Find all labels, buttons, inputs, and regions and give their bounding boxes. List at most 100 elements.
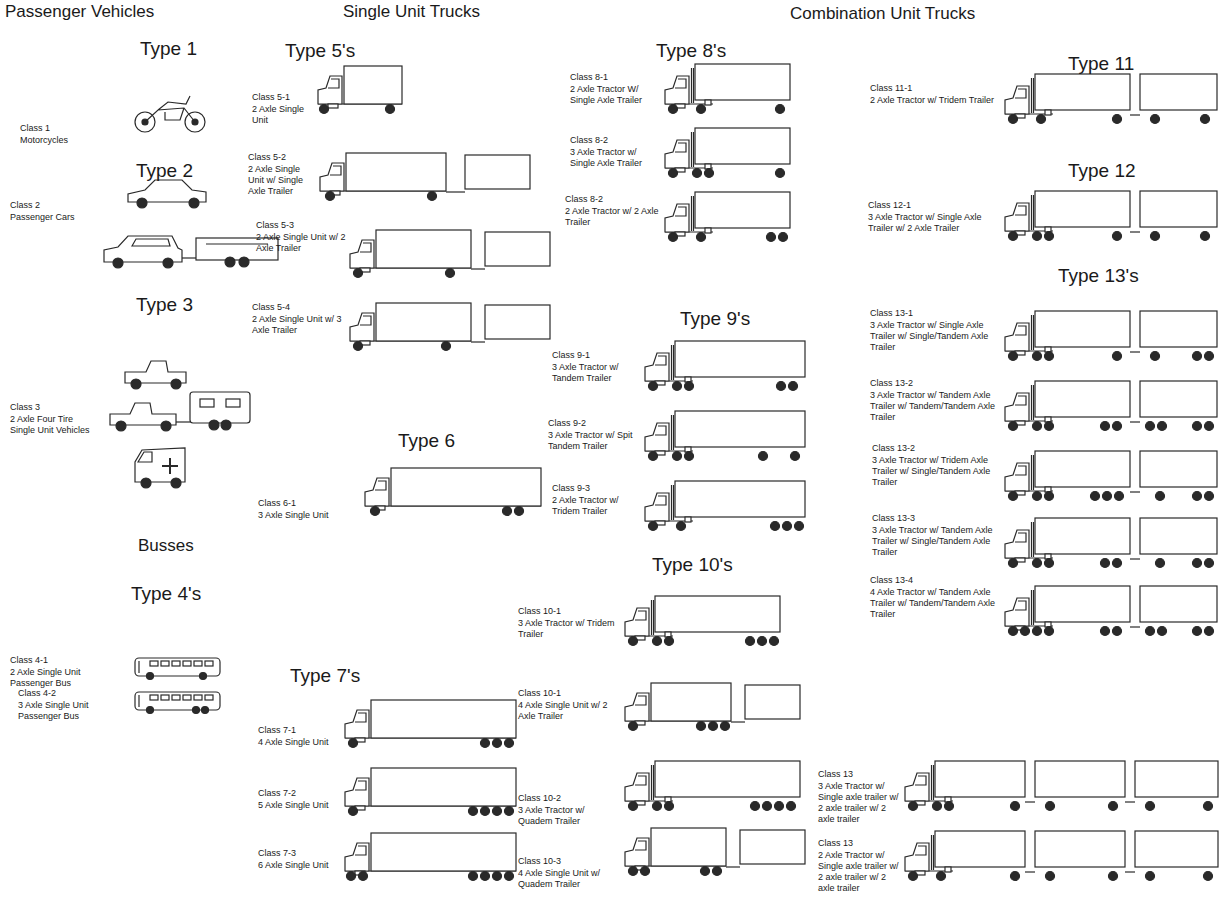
- cab-window: [355, 846, 366, 855]
- wheel: [1115, 492, 1124, 501]
- wheel: [469, 807, 478, 816]
- exhaust-stack: [1033, 590, 1034, 625]
- wheel: [1146, 872, 1155, 881]
- exhaust-stack: [1031, 522, 1032, 557]
- class-description: 2 Axle Tractor w/ Tridem Trailer: [552, 495, 640, 517]
- wheel: [221, 420, 231, 430]
- bus-window: [150, 695, 158, 700]
- wheel: [1113, 627, 1122, 636]
- class-label: Class 13-3: [872, 513, 915, 524]
- wheel: [1011, 872, 1020, 881]
- wheel: [347, 872, 356, 881]
- exhaust-stack: [693, 132, 694, 167]
- landing-gear: [705, 228, 711, 233]
- wheel: [1045, 627, 1054, 636]
- wheel: [1009, 492, 1018, 501]
- bus-window: [205, 695, 213, 700]
- wheel: [1146, 422, 1155, 431]
- wheel: [141, 478, 151, 488]
- wheel: [673, 452, 682, 461]
- wheel: [493, 872, 502, 881]
- cargo-box: [376, 303, 471, 341]
- wheel: [693, 169, 702, 178]
- class-label: Class 9-2: [548, 418, 586, 429]
- exhaust-stack: [1033, 385, 1034, 420]
- class-description: 3 Axle Tractor w/ Tandem Trailer: [552, 362, 640, 384]
- trailer-box: [1135, 831, 1218, 867]
- wheel: [349, 739, 358, 748]
- wheel: [1033, 627, 1042, 636]
- cab-window: [355, 781, 366, 790]
- wheel: [629, 867, 638, 876]
- class-description: 3 Axle Tractor w/ Tridem Axle Trailer w/…: [872, 455, 1002, 488]
- hitch-bar: [446, 191, 465, 192]
- wheel: [783, 522, 792, 531]
- exhaust-stack: [651, 600, 652, 635]
- exhaust-stack: [1031, 315, 1032, 350]
- camper-window: [200, 399, 214, 407]
- wheel: [629, 802, 638, 811]
- class-label: Class 13-4: [870, 575, 913, 586]
- class-description: 3 Axle Tractor w/ Spit Tandem Trailer: [548, 430, 640, 452]
- wheel: [758, 637, 767, 646]
- wheel: [1201, 232, 1210, 241]
- wheel: [1033, 422, 1042, 431]
- class-label: Class 10-2: [518, 793, 561, 804]
- exhaust-stack: [1033, 195, 1034, 230]
- wheel: [1204, 872, 1213, 881]
- wheel: [653, 802, 662, 811]
- landing-gear: [1045, 110, 1051, 115]
- truck-cab: [665, 76, 689, 104]
- truck-cab: [645, 493, 669, 521]
- wheel: [505, 872, 514, 881]
- wheel: [776, 105, 785, 114]
- truck-cab: [1005, 203, 1029, 231]
- trailer-box: [740, 830, 805, 864]
- wheel: [1156, 492, 1165, 501]
- wheel: [1158, 422, 1167, 431]
- cargo-box: [371, 833, 516, 871]
- wheel: [1009, 352, 1018, 361]
- wheel: [1113, 232, 1122, 241]
- wheel: [909, 802, 918, 811]
- trailer-box: [485, 232, 550, 266]
- wheel: [1009, 422, 1018, 431]
- class-description: 3 Axle Tractor w/ Quadem Trailer: [518, 805, 618, 827]
- cab-window: [675, 143, 686, 152]
- class-description: 6 Axle Single Unit: [258, 860, 343, 871]
- wheel: [709, 722, 718, 731]
- wheel: [320, 105, 329, 114]
- wheel: [193, 707, 200, 714]
- wheel: [1033, 492, 1042, 501]
- bus-door: [138, 661, 139, 673]
- class-label: Class 5-2: [248, 152, 286, 163]
- truck-cab: [625, 838, 649, 866]
- landing-gear: [705, 100, 711, 105]
- trailer-box: [1140, 311, 1217, 347]
- wheel: [1037, 115, 1046, 124]
- class-label: Class 4-2: [18, 688, 56, 699]
- wheel: [1113, 115, 1122, 124]
- bus-door: [138, 695, 139, 707]
- class-description: Passenger Cars: [10, 212, 90, 223]
- ambulance-body: [135, 448, 185, 482]
- wheel: [649, 382, 658, 391]
- wheel: [653, 637, 662, 646]
- exhaust-stack: [1033, 455, 1034, 490]
- class-label: Class 13: [818, 838, 853, 849]
- class-description: 4 Axle Single Unit w/ Quadem Trailer: [518, 868, 618, 890]
- cab-window: [1015, 396, 1026, 405]
- wheel: [171, 379, 181, 389]
- class-description: 3 Axle Tractor w/ Tandem Axle Trailer w/…: [870, 390, 1000, 423]
- bus-window: [150, 661, 158, 666]
- hitch-bar: [1125, 801, 1135, 802]
- wheel: [705, 169, 714, 178]
- wheel: [161, 421, 171, 431]
- class-label: Class 11-1: [870, 83, 912, 94]
- wheel: [1205, 492, 1214, 501]
- cab-window: [915, 846, 926, 855]
- cab-window: [1015, 89, 1026, 98]
- class-description: 3 Axle Tractor w/ Single Axle Trailer: [570, 147, 660, 169]
- truck-cab: [1005, 463, 1029, 491]
